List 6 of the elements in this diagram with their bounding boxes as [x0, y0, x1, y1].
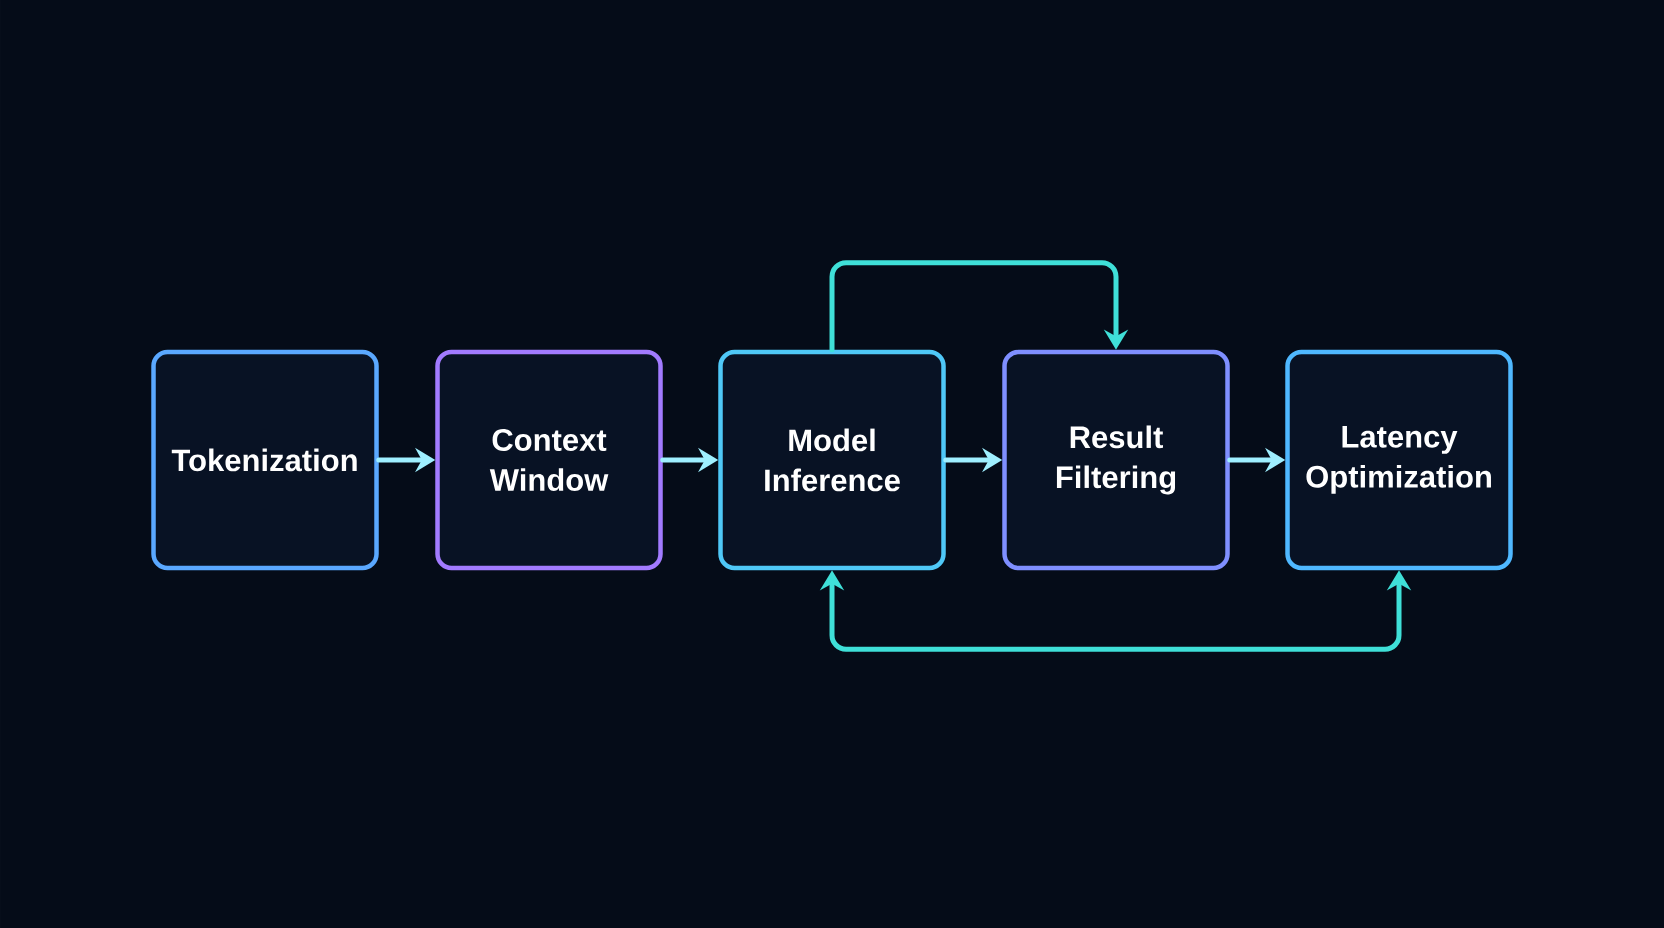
- process-box: Model Inference: [718, 349, 946, 571]
- process-box: Context Window: [435, 349, 663, 571]
- arrow: [829, 260, 1129, 353]
- process-box: Tokenization: [151, 349, 379, 571]
- process-box: Result Filtering: [1002, 349, 1230, 571]
- process-box: Latency Optimization: [1285, 349, 1513, 571]
